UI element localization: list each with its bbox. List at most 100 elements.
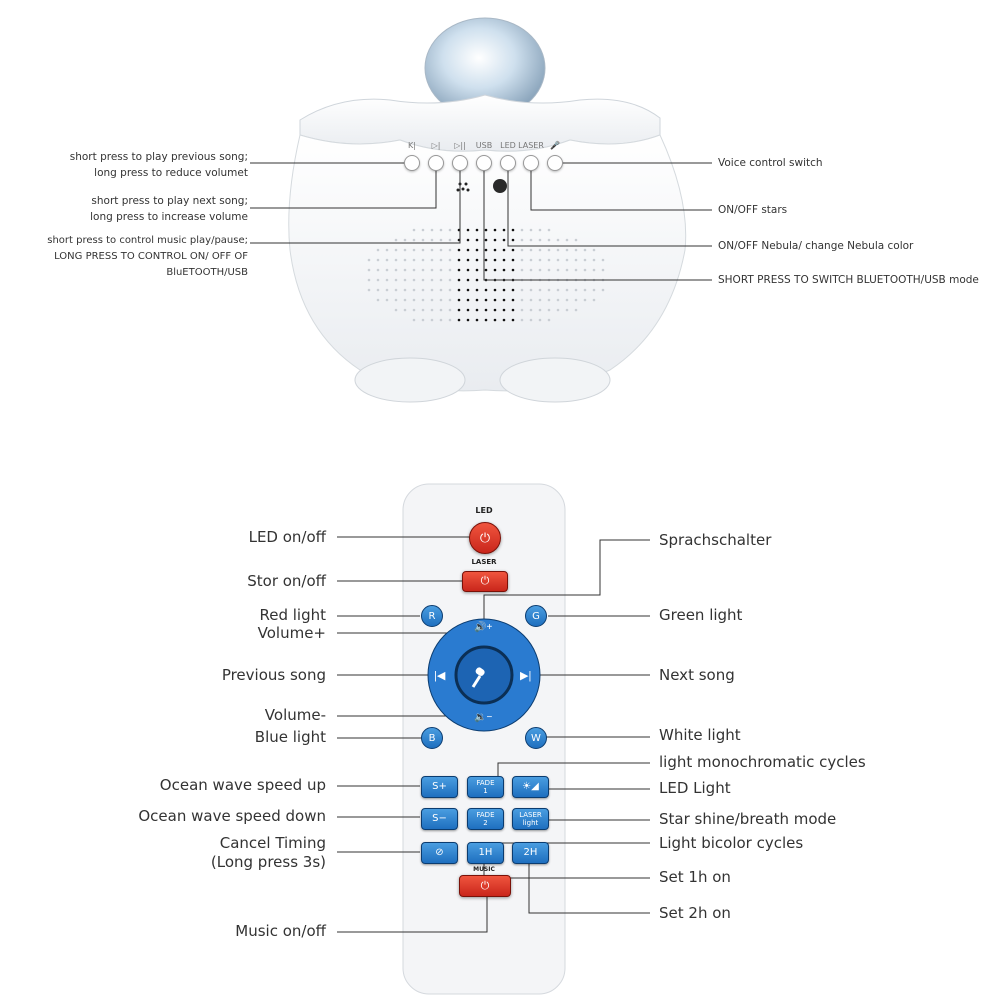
- grille-hole: [448, 228, 452, 232]
- green-light-button[interactable]: G: [525, 605, 547, 627]
- grille-hole: [403, 308, 407, 312]
- grille-hole: [457, 308, 461, 312]
- projector-device: K| ▷| ▷|| USB LED LASER 🎤 short press to…: [0, 0, 1000, 420]
- device-btn-prev[interactable]: [404, 155, 420, 171]
- grille-hole: [376, 248, 380, 252]
- grille-hole: [529, 288, 533, 292]
- grille-hole: [475, 308, 479, 312]
- device-btn-led[interactable]: [500, 155, 516, 171]
- led-light-button[interactable]: ☀◢: [512, 776, 549, 798]
- volume-down-button[interactable]: 🔉−: [474, 712, 493, 723]
- volume-up-button[interactable]: 🔊+: [474, 622, 493, 633]
- projector-illustration: [250, 17, 712, 403]
- laser-label: LASER: [471, 558, 497, 566]
- grille-hole: [601, 268, 605, 272]
- grille-hole: [421, 228, 425, 232]
- grille-hole: [565, 288, 569, 292]
- device-btn-play[interactable]: [452, 155, 468, 171]
- grille-hole: [583, 258, 587, 262]
- grille-hole: [448, 268, 452, 272]
- laser-power-button[interactable]: ⏻: [462, 571, 508, 592]
- grille-hole: [520, 288, 524, 292]
- grille-hole: [565, 308, 569, 312]
- grille-hole: [412, 258, 416, 262]
- fade1-label-b: 1: [483, 787, 488, 795]
- grille-hole: [484, 318, 488, 322]
- grille-hole: [376, 268, 380, 272]
- grille-hole: [520, 228, 524, 232]
- grille-hole: [511, 268, 515, 272]
- grille-hole: [412, 268, 416, 272]
- grille-hole: [493, 318, 497, 322]
- grille-hole: [457, 268, 461, 272]
- fade1-label-a: FADE: [476, 779, 495, 787]
- grille-hole: [538, 228, 542, 232]
- grille-hole: [466, 318, 470, 322]
- grille-hole: [367, 268, 371, 272]
- device-btn-usb[interactable]: [476, 155, 492, 171]
- device-btn-laser[interactable]: [523, 155, 539, 171]
- fade2-label-b: 2: [483, 819, 488, 827]
- grille-hole: [430, 228, 434, 232]
- grille-hole: [502, 268, 506, 272]
- grille-hole: [529, 238, 533, 242]
- grille-hole: [583, 288, 587, 292]
- blue-light-button[interactable]: B: [421, 727, 443, 749]
- grille-hole: [601, 288, 605, 292]
- white-light-button[interactable]: W: [525, 727, 547, 749]
- grille-hole: [493, 288, 497, 292]
- label-bicolor-cycles: Light bicolor cycles: [659, 834, 804, 852]
- grille-hole: [538, 298, 542, 302]
- grille-hole: [547, 298, 551, 302]
- music-power-button[interactable]: ⏻: [459, 875, 511, 897]
- timer-1h-button[interactable]: 1H: [467, 842, 504, 864]
- grille-hole: [520, 238, 524, 242]
- grille-hole: [466, 268, 470, 272]
- cancel-timing-button[interactable]: ⊘: [421, 842, 458, 864]
- grille-hole: [457, 278, 461, 282]
- next-song-button[interactable]: ▶|: [520, 670, 532, 682]
- timer-2h-label: 2H: [523, 847, 538, 858]
- ocean-speed-up-button[interactable]: S+: [421, 776, 458, 798]
- device-btn-label-mic: 🎤: [550, 141, 560, 150]
- previous-song-button[interactable]: |◀: [434, 670, 446, 682]
- grille-hole: [484, 258, 488, 262]
- device-btn-voice[interactable]: [547, 155, 563, 171]
- grille-hole: [565, 248, 569, 252]
- grille-hole: [439, 258, 443, 262]
- grille-hole: [448, 258, 452, 262]
- ocean-speed-down-button[interactable]: S−: [421, 808, 458, 830]
- label-set-1h: Set 1h on: [659, 868, 731, 886]
- device-label-bt-usb: SHORT PRESS TO SWITCH BLUETOOTH/USB mode: [718, 274, 979, 286]
- grille-hole: [466, 228, 470, 232]
- foot-left: [354, 357, 466, 403]
- grille-hole: [466, 258, 470, 262]
- white-light-button-label: W: [531, 732, 541, 744]
- grille-hole: [565, 238, 569, 242]
- grille-hole: [493, 238, 497, 242]
- label-star-shine: Star shine/breath mode: [659, 810, 837, 828]
- device-label-prev: short press to play previous song; long …: [70, 149, 248, 181]
- grille-hole: [475, 288, 479, 292]
- grille-hole: [502, 258, 506, 262]
- label-cancel-timing: Cancel Timing: [219, 834, 326, 852]
- grille-hole: [583, 298, 587, 302]
- red-light-button[interactable]: R: [421, 605, 443, 627]
- grille-hole: [430, 258, 434, 262]
- grille-hole: [529, 308, 533, 312]
- grille-hole: [529, 268, 533, 272]
- timer-2h-button[interactable]: 2H: [512, 842, 549, 864]
- led-power-button[interactable]: ⏻: [469, 522, 501, 554]
- voice-switch-button[interactable]: [462, 653, 506, 697]
- grille-hole: [421, 278, 425, 282]
- grille-hole: [394, 278, 398, 282]
- grille-hole: [475, 298, 479, 302]
- grille-hole: [475, 278, 479, 282]
- grille-hole: [466, 298, 470, 302]
- label-music-onoff: Music on/off: [235, 922, 326, 940]
- device-btn-next[interactable]: [428, 155, 444, 171]
- grille-hole: [547, 248, 551, 252]
